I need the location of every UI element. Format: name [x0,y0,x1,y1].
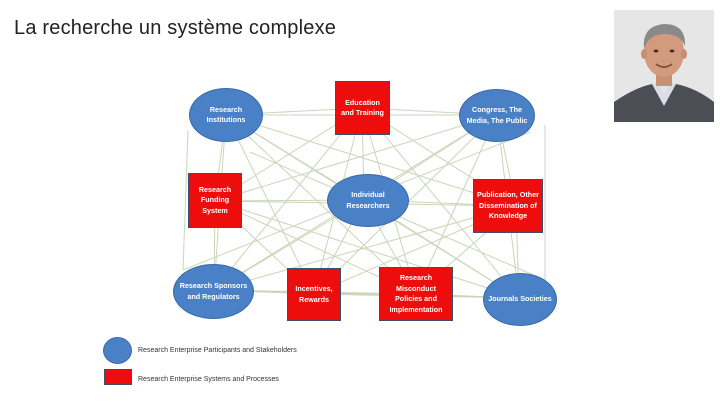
node-label: Research Misconduct Policies and Impleme… [389,273,443,314]
legend-participant-swatch [103,337,132,364]
node-congress-media-public: Congress, The Media, The Public [459,89,535,142]
presenter-photo [614,10,714,122]
node-label: Research Institutions [206,104,246,125]
node-research-sponsors-regulators: Research Sponsors and Regulators [173,264,254,319]
node-research-funding-system: Research Funding System [188,173,242,228]
slide-title: La recherche un système complexe [14,17,337,39]
node-publication-dissemination: Publication, Other Dissemination of Know… [473,179,543,233]
legend-system-swatch [104,369,132,385]
legend-systems-label: Research Enterprise Systems and Processe… [138,376,279,383]
node-individual-researchers: Individual Researchers [327,174,409,227]
node-journals-societies: Journals Societies [483,273,557,326]
node-label: Congress, The Media, The Public [466,105,528,125]
node-research-misconduct: Research Misconduct Policies and Impleme… [379,267,453,321]
node-label: Journals Societies [488,294,552,304]
legend-participants-label: Research Enterprise Participants and Sta… [138,347,297,354]
node-research-institutions: Research Institutions [189,88,263,142]
node-label: Research Funding System [198,184,232,215]
node-incentives-rewards: Incentives, Rewards [287,268,341,321]
node-label: Individual Researchers [346,190,390,210]
node-label: Incentives, Rewards [295,284,333,304]
node-education-training: Education and Training [335,81,390,135]
node-label: Research Sponsors and Regulators [179,281,248,301]
node-label: Education and Training [341,97,384,118]
portrait-image [614,10,714,122]
node-label: Publication, Other Dissemination of Know… [477,190,539,221]
